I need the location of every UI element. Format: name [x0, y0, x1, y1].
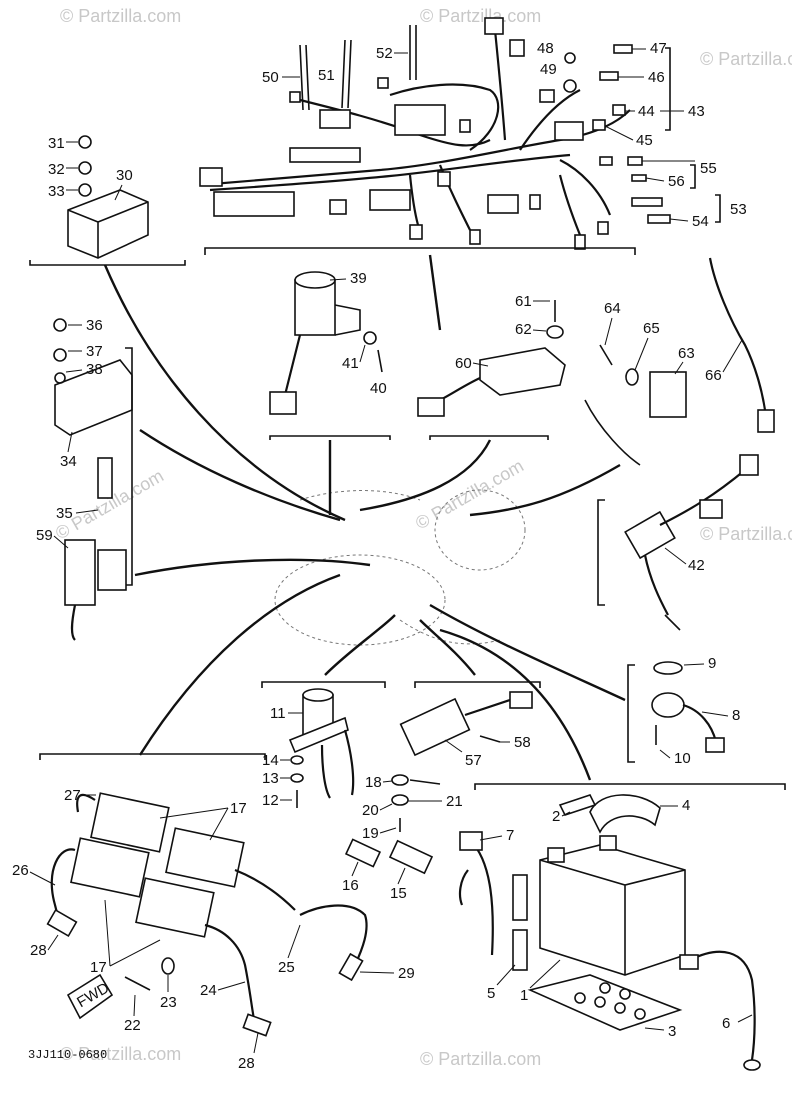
callout-61: 61 [515, 293, 532, 310]
control-unit-group [29, 135, 186, 266]
callout-23: 23 [160, 994, 177, 1011]
callout-30: 30 [116, 167, 133, 184]
callout-38: 38 [86, 361, 103, 378]
callout-49: 49 [540, 61, 557, 78]
callout-52: 52 [376, 45, 393, 62]
callout-17: 17 [90, 959, 107, 976]
callout-7: 7 [506, 827, 514, 844]
callout-28: 28 [238, 1055, 255, 1072]
callout-10: 10 [674, 750, 691, 767]
callout-32: 32 [48, 161, 65, 178]
callout-20: 20 [362, 802, 379, 819]
callout-33: 33 [48, 183, 65, 200]
callout-4: 4 [682, 797, 690, 814]
callout-15: 15 [390, 885, 407, 902]
callout-26: 26 [12, 862, 29, 879]
callout-3: 3 [668, 1023, 676, 1040]
callout-64: 64 [604, 300, 621, 317]
callout-51: 51 [318, 67, 335, 84]
callout-17: 17 [230, 800, 247, 817]
sensor-group [261, 681, 386, 808]
callout-18: 18 [365, 774, 382, 791]
callout-13: 13 [262, 770, 279, 787]
callout-43: 43 [688, 103, 705, 120]
callout-8: 8 [732, 707, 740, 724]
watermark: © Partzilla.com [700, 524, 792, 544]
callout-29: 29 [398, 965, 415, 982]
relay-and-lead-group [584, 257, 775, 466]
callout-12: 12 [262, 792, 279, 809]
callout-21: 21 [446, 793, 463, 810]
starter-group [399, 681, 541, 757]
callout-1: 1 [520, 987, 528, 1004]
callout-6: 6 [722, 1015, 730, 1032]
wire-harness [199, 17, 671, 255]
callout-58: 58 [514, 734, 531, 751]
main-switch-group [269, 271, 391, 440]
callout-36: 36 [86, 317, 103, 334]
rectifier-group [64, 539, 127, 641]
callout-41: 41 [342, 355, 359, 372]
callout-55: 55 [700, 160, 717, 177]
watermark: © Partzilla.com [420, 1049, 541, 1069]
callout-35: 35 [56, 505, 73, 522]
callout-25: 25 [278, 959, 295, 976]
callout-62: 62 [515, 321, 532, 338]
callout-46: 46 [648, 69, 665, 86]
callout-42: 42 [688, 557, 705, 574]
callout-50: 50 [262, 69, 279, 86]
callout-27: 27 [64, 787, 81, 804]
callout-34: 34 [60, 453, 77, 470]
callout-48: 48 [537, 40, 554, 57]
callout-47: 47 [650, 40, 667, 57]
callout-39: 39 [350, 270, 367, 287]
regulator-group [53, 318, 133, 586]
callout-60: 60 [455, 355, 472, 372]
callout-19: 19 [362, 825, 379, 842]
callout-57: 57 [465, 752, 482, 769]
callout-45: 45 [636, 132, 653, 149]
callout-24: 24 [200, 982, 217, 999]
callout-66: 66 [705, 367, 722, 384]
watermark: © Partzilla.com [60, 6, 181, 26]
callout-28: 28 [30, 942, 47, 959]
callout-22: 22 [124, 1017, 141, 1034]
ignition-coil-group: FWD [39, 753, 368, 1037]
callout-40: 40 [370, 380, 387, 397]
battery-group [458, 783, 786, 1071]
callout-54: 54 [692, 213, 709, 230]
flow-lines [103, 254, 626, 781]
watermark: © Partzilla.com [60, 1044, 181, 1064]
callout-65: 65 [643, 320, 660, 337]
callout-37: 37 [86, 343, 103, 360]
callout-14: 14 [262, 752, 279, 769]
callout-9: 9 [708, 655, 716, 672]
diagram-code: 3JJ110-0680 [28, 1048, 107, 1062]
callout-2: 2 [552, 808, 560, 825]
thermo-switch-group [627, 661, 725, 763]
switch-group [344, 774, 441, 875]
igniter-group [417, 300, 566, 440]
callout-31: 31 [48, 135, 65, 152]
watermark: © Partzilla.com [700, 49, 792, 69]
callout-11: 11 [270, 705, 286, 722]
callout-63: 63 [678, 345, 695, 362]
callout-56: 56 [668, 173, 685, 190]
callout-5: 5 [487, 985, 495, 1002]
callout-44: 44 [638, 103, 655, 120]
neutral-switch-group [597, 454, 759, 631]
watermark: © Partzilla.com [420, 6, 541, 26]
callout-layer: 47 46 44 43 45 48 49 52 50 51 55 56 53 5… [12, 40, 753, 1072]
callout-16: 16 [342, 877, 359, 894]
callout-53: 53 [730, 201, 747, 218]
callout-59: 59 [36, 527, 53, 544]
